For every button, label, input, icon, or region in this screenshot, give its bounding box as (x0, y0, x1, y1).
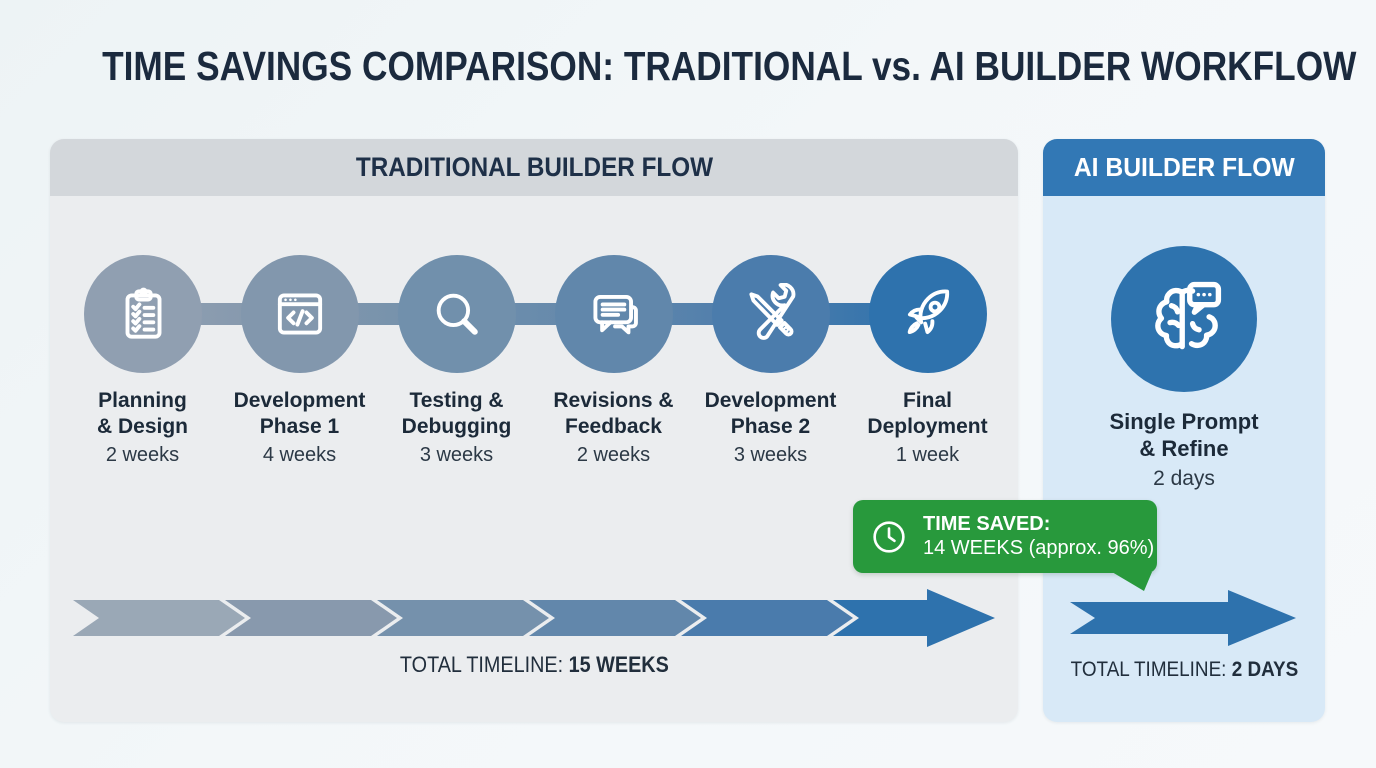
traditional-total-timeline: TOTAL TIMELINE: 15 WEEKS (50, 652, 1018, 678)
step-name: Development Phase 1 (233, 389, 366, 438)
step-final-deployment: Final Deployment 1 week (849, 196, 1006, 468)
ai-panel-body: Single Prompt & Refine 2 days TOTAL TIME… (1043, 196, 1325, 722)
step-planning-design: Planning & Design 2 weeks (64, 196, 221, 468)
magnifier-icon (436, 293, 478, 335)
time-saved-text: TIME SAVED: 14 WEEKS (approx. 96%) (923, 513, 1154, 560)
step-circle (554, 255, 673, 373)
step-name: Development Phase 2 (704, 389, 837, 438)
ai-timeline-arrow (1070, 590, 1296, 646)
step-duration: 1 week (895, 444, 960, 466)
ai-panel-title: AI BUILDER FLOW (1073, 152, 1295, 182)
traditional-panel-body: Planning & Design 2 weeks (50, 196, 1018, 722)
traditional-panel: TRADITIONAL BUILDER FLOW (50, 139, 1018, 722)
clock-icon (873, 520, 905, 553)
step-duration: 4 weeks (262, 444, 337, 466)
total-timeline-value: 2 DAYS (1231, 658, 1298, 681)
step-duration: 3 weeks (419, 444, 494, 466)
total-timeline-value: 15 WEEKS (568, 652, 669, 677)
step-duration: 2 weeks (105, 444, 180, 466)
step-duration: 3 weeks (733, 444, 808, 466)
time-saved-value: 14 WEEKS (approx. 96%) (923, 537, 1155, 559)
page-title: TIME SAVINGS COMPARISON: TRADITIONAL vs.… (0, 46, 1376, 87)
step-duration: 2 days (1153, 467, 1215, 490)
steps-row: Planning & Design 2 weeks (64, 196, 1006, 468)
step-circle (711, 255, 830, 373)
total-timeline-label: TOTAL TIMELINE: (399, 652, 563, 677)
step-circle (1111, 246, 1257, 392)
step-duration: 2 weeks (576, 444, 651, 466)
tools-icon (748, 283, 795, 340)
step-circle (240, 255, 359, 373)
code-window-icon (277, 293, 322, 335)
rocket-icon (907, 289, 949, 335)
total-timeline-label: TOTAL TIMELINE: (1070, 658, 1226, 681)
step-development-phase-1: Development Phase 1 4 weeks (221, 196, 378, 468)
step-name: Single Prompt & Refine (1109, 409, 1259, 461)
ai-panel-header: AI BUILDER FLOW (1043, 139, 1325, 196)
step-revisions-feedback: Revisions & Feedback 2 weeks (535, 196, 692, 468)
step-circle (868, 255, 987, 373)
step-name: Planning & Design (96, 389, 188, 438)
brain-chat-icon (1155, 281, 1222, 350)
step-name: Revisions & Feedback (553, 389, 674, 438)
traditional-panel-title: TRADITIONAL BUILDER FLOW (355, 152, 713, 182)
traditional-panel-header: TRADITIONAL BUILDER FLOW (50, 139, 1018, 196)
step-circle (83, 255, 202, 373)
step-development-phase-2: Development Phase 2 3 weeks (692, 196, 849, 468)
step-name: Final Deployment (867, 389, 988, 438)
time-saved-badge: TIME SAVED: 14 WEEKS (approx. 96%) (853, 500, 1157, 591)
ai-step-label: Single Prompt & Refine 2 days (1043, 408, 1325, 491)
traditional-timeline-arrow (73, 589, 995, 647)
chat-bubbles-icon (592, 295, 638, 335)
ai-total-timeline: TOTAL TIMELINE: 2 DAYS (1043, 658, 1325, 682)
ai-panel: AI BUILDER FLOW (1043, 139, 1325, 722)
time-saved-label: TIME SAVED: (923, 513, 1051, 535)
step-name: Testing & Debugging (401, 389, 512, 438)
clipboard-checklist-icon (125, 287, 161, 339)
page-title-text: TIME SAVINGS COMPARISON: TRADITIONAL vs.… (102, 43, 1357, 89)
step-testing-debugging: Testing & Debugging 3 weeks (378, 196, 535, 468)
step-circle (397, 255, 516, 373)
